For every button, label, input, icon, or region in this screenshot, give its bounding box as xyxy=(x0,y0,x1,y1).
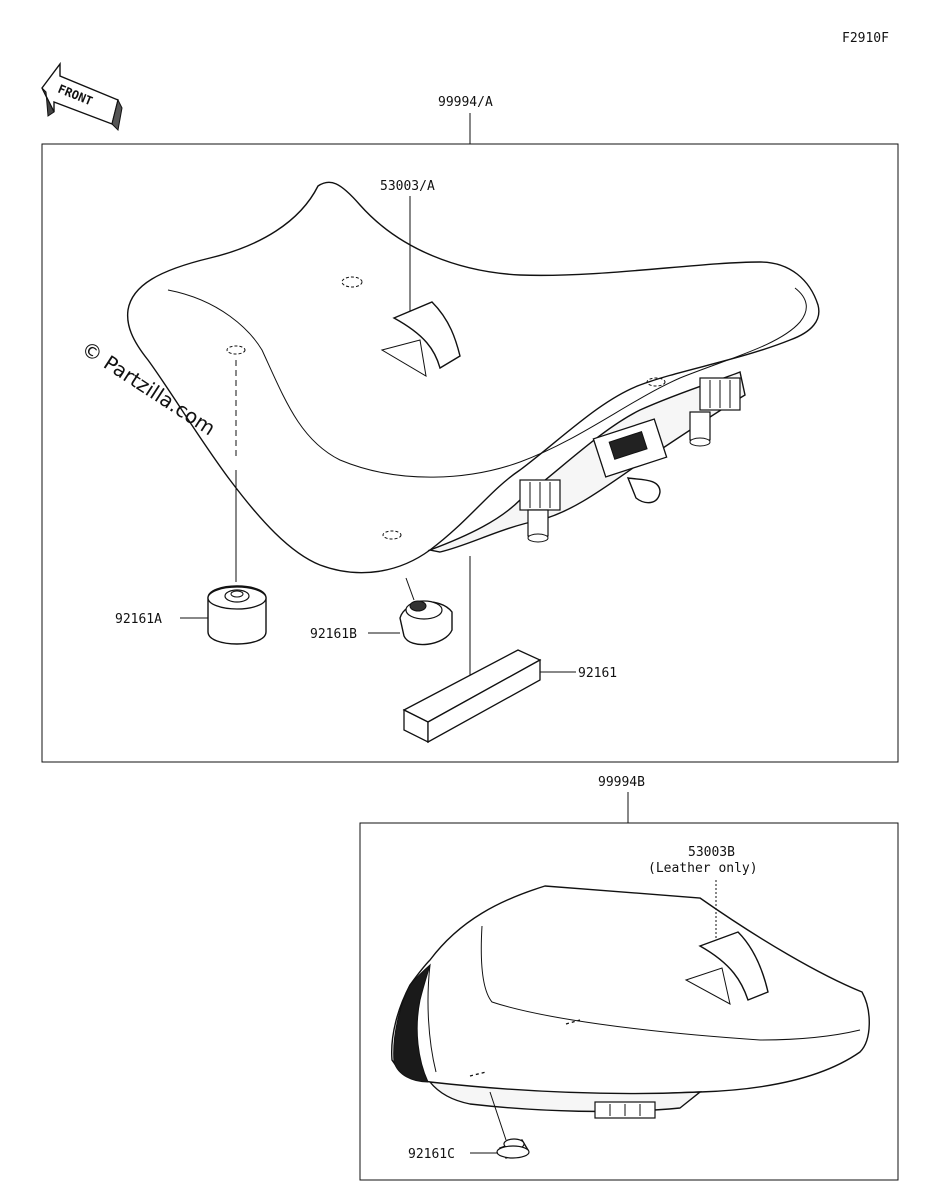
part-53003b-note: (Leather only) xyxy=(648,861,758,876)
grommet-92161c xyxy=(470,1091,530,1159)
figure-id: F2910F xyxy=(842,31,889,46)
part-92161c-label: 92161C xyxy=(408,1147,455,1162)
seat-hook-right xyxy=(689,377,741,447)
block-92161 xyxy=(402,556,576,744)
label-53003a xyxy=(380,196,461,377)
front-seat xyxy=(126,181,820,574)
rear-seat-bracket xyxy=(594,1101,656,1119)
assembly-b-label: 99994B xyxy=(598,775,645,790)
part-53003a-label: 53003/A xyxy=(380,179,435,194)
assembly-a-label: 99994/A xyxy=(438,95,493,110)
assembly-b-box xyxy=(359,792,899,1181)
assembly-a-box xyxy=(41,113,899,763)
seat-hook-left xyxy=(519,479,561,543)
damper-92161b xyxy=(368,577,453,646)
label-53003b xyxy=(684,880,769,1005)
rear-seat xyxy=(390,885,870,1119)
seat-bracket xyxy=(592,418,668,504)
part-92161-label: 92161 xyxy=(578,666,617,681)
part-92161a-label: 92161A xyxy=(115,612,162,627)
part-92161b-label: 92161B xyxy=(310,627,357,642)
part-53003b-label: 53003B xyxy=(688,845,735,860)
front-arrow-icon: FRONT xyxy=(41,61,123,132)
damper-92161a xyxy=(180,360,267,645)
